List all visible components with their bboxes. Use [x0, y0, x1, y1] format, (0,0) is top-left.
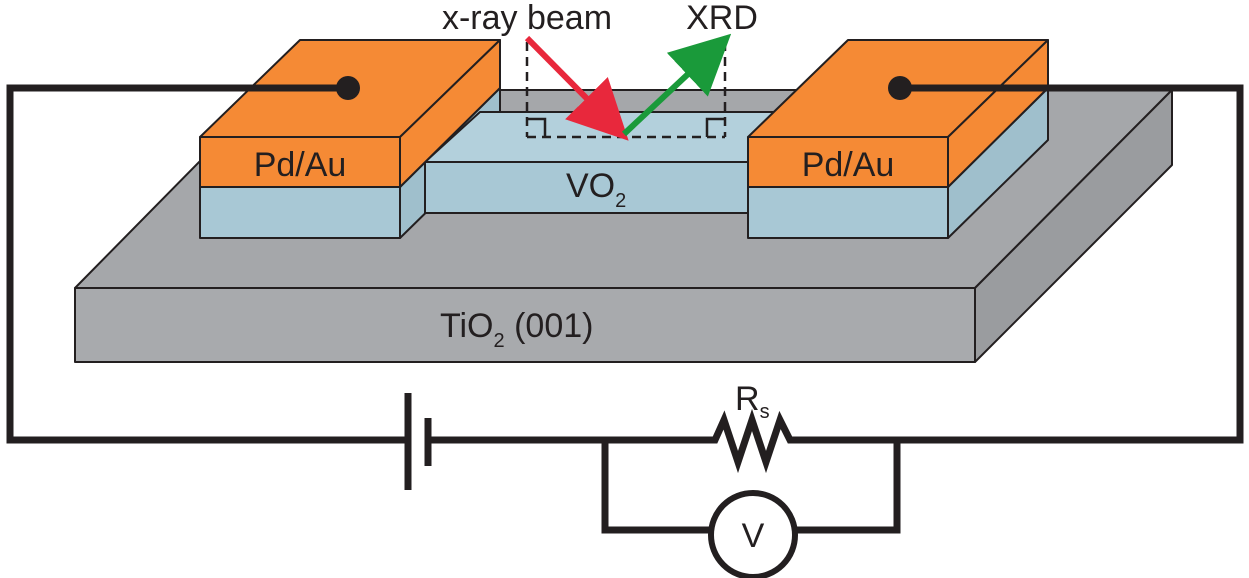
right-angle-marks [527, 117, 725, 137]
resistor-label-sub: s [760, 401, 770, 423]
xray-beam-arrow [524, 35, 629, 141]
resistor-label: Rs [735, 380, 770, 423]
voltmeter-wire [601, 440, 710, 534]
substrate-label: TiO2 (001) [440, 307, 593, 352]
xrd-label: XRD [686, 0, 758, 37]
circuit-wire-left [6, 84, 405, 444]
substrate-label-rest: (001) [505, 307, 594, 345]
contact-left-label: Pd/Au [254, 146, 347, 184]
xrd-beam-arrow [621, 33, 732, 137]
vo2-left-front [199, 186, 401, 239]
voltmeter-wire-right [796, 440, 901, 534]
resistor-zigzag-icon [700, 408, 800, 474]
vo2-right-front [747, 186, 949, 239]
contact-left-front [199, 136, 401, 188]
circuit-wire-right [795, 84, 1244, 444]
voltmeter-circle-icon [708, 490, 798, 578]
vo2-layer-right [747, 87, 1049, 239]
contact-right-front [747, 136, 949, 188]
vo2-label: VO2 [566, 167, 626, 212]
contact-right-label: Pd/Au [802, 146, 895, 184]
resistor-label-base: R [735, 380, 760, 418]
probe-dot-left [336, 76, 360, 100]
probe-dot-right [888, 76, 912, 100]
xray-beam-label: x-ray beam [442, 0, 612, 37]
substrate-label-base: TiO [440, 307, 494, 345]
vo2-label-sub: 2 [615, 190, 626, 212]
substrate-label-sub: 2 [494, 330, 505, 352]
substrate-front-face [74, 287, 976, 363]
vo2-label-base: VO [566, 167, 615, 205]
battery-symbol-icon [404, 393, 432, 490]
voltmeter-label: V [742, 517, 765, 555]
